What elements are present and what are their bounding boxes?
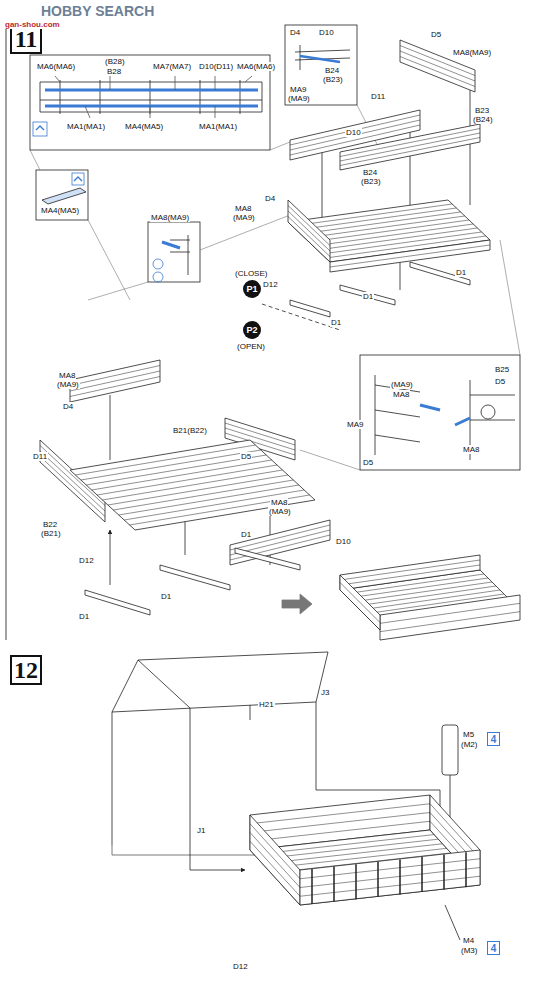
part-label: (M2) [460,740,478,749]
part-label: MA9 [289,85,307,94]
part-label: MA8 [392,390,410,399]
part-label: B24 [324,66,340,75]
runner-part [410,262,470,285]
part-label: D10(D11) [198,62,234,71]
part-label: MA8 [270,498,288,507]
part-label: D11 [370,92,386,101]
part-label: MA8(MA9) [452,48,492,57]
part-label: (M3) [460,946,478,955]
part-label: MA1(MA1) [66,122,106,131]
part-label: MA8 [58,371,76,380]
slat-panel [288,200,330,262]
node-text: 11 [15,26,38,53]
part-label: MA6(MA6) [236,62,276,71]
part-label: H21 [258,700,275,709]
part-label: B22 [42,520,58,529]
part-label: B23 [474,106,490,115]
quantity-box: 4 [487,941,500,955]
part-label: D10 [335,537,352,546]
part-label: MA4(MA5) [124,122,164,131]
part-label: D5 [494,377,506,386]
part-label: M4 [462,936,475,945]
part-label: D1 [330,318,342,327]
part-label: D5 [362,458,374,467]
part-label: D1 [78,612,90,621]
quantity-box: 4 [487,732,500,746]
part-label: (B21) [40,529,62,538]
slat-panel [300,850,480,905]
watermark: gan-shou.com [4,20,61,29]
callout-circle: P2 [243,321,261,339]
part-label: D12 [262,280,279,289]
part-label: D4 [62,402,74,411]
part-label: MA1(MA1) [198,122,238,131]
slat-panel [340,555,480,590]
part-label: (MA9) [287,94,311,103]
part-label: D5 [430,30,442,39]
part-label: D11 [32,452,48,461]
part-label: D12 [78,556,95,565]
part-label: D12 [232,962,249,971]
part-label: B24 [362,168,378,177]
node-text: 4 [491,734,497,745]
part-label: D10 [345,128,362,137]
part-label: D1 [362,292,374,301]
part-label: (CLOSE) [234,269,268,278]
slat-panel [70,440,315,530]
part-label: D1 [455,268,467,277]
step-number: 12 [10,655,42,685]
runner-part [85,590,150,615]
runner-part [340,285,395,305]
part-label: J1 [196,826,206,835]
part-label: (MA9) [56,380,80,389]
part-label: MA9 [346,420,364,429]
part-label: (B28) [104,57,126,66]
part-label: (MA9) [268,507,292,516]
watermark: HOBBY SEARCH [40,3,155,19]
part-label: (B23) [360,177,382,186]
node-text: 12 [14,657,38,684]
part-label: B28 [106,67,122,76]
part-label: B21(B22) [172,426,208,435]
part-label: J3 [320,688,330,697]
runner-part [235,548,300,570]
part-label: MA4(MA5) [40,206,80,215]
part-label: (MA9) [390,380,414,389]
part-label: B25 [494,365,510,374]
part-label: MA8 [234,204,252,213]
runner-part [160,565,230,590]
part-label: (B24) [472,115,494,124]
slat-panel [250,815,300,905]
runner-part [290,300,330,317]
node-text: 4 [491,943,497,954]
part-label: D1 [160,592,172,601]
stake-row [312,852,466,904]
node-text: P1 [246,284,257,294]
part-label: D4 [264,194,276,203]
part-label: D10 [318,28,335,37]
part-label: D4 [289,28,301,37]
part-label: (OPEN) [236,342,266,351]
part-label: MA7(MA7) [152,62,192,71]
part-label: MA8(MA9) [150,213,190,222]
slat-panel [340,575,380,630]
node-text: P2 [246,325,257,335]
part-label: D5 [240,452,252,461]
slat-panel [340,124,480,170]
slat-panel [70,360,160,402]
slat-panel [230,520,330,565]
part-label: (MA9) [232,213,256,222]
part-label: D1 [240,530,252,539]
part-label: MA6(MA6) [36,62,76,71]
part-label: (B23) [322,75,344,84]
callout-circle: P1 [243,280,261,298]
part-label: M5 [462,730,475,739]
part-label: MA8 [462,445,480,454]
slat-panel [380,595,520,640]
